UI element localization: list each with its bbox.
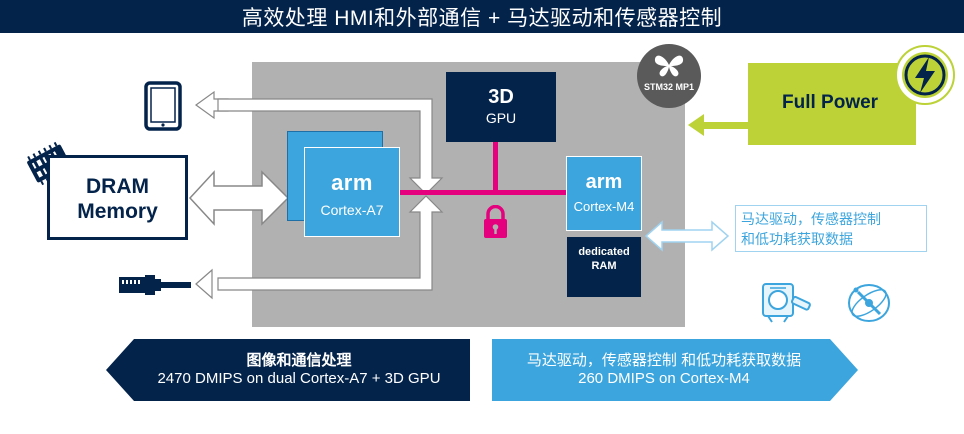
ram-line1: dedicated	[578, 246, 630, 258]
full-power-label: Full Power	[782, 92, 879, 113]
full-power-block: Full Power	[748, 63, 916, 145]
banner-left-line2: 2470 DMIPS on dual Cortex-A7 + 3D GPU	[157, 370, 441, 387]
motor-callout-line1: 马达驱动，传感器控制	[741, 211, 881, 227]
banner-right-line2: 260 DMIPS on Cortex-M4	[578, 370, 750, 387]
ram-line2: RAM	[591, 260, 617, 272]
arm-logo: arm	[585, 171, 623, 193]
arm-logo: arm	[331, 170, 373, 195]
dram-line1: DRAM	[86, 175, 149, 198]
cortex-m4-label: Cortex-M4	[573, 199, 635, 214]
cortex-m4-block: arm Cortex-M4	[566, 156, 642, 231]
page-title: 高效处理 HMI和外部通信 + 马达驱动和传感器控制	[0, 0, 964, 33]
stm32mp1-badge: STM32 MP1	[637, 44, 701, 108]
gpu-bus-link	[493, 142, 498, 192]
cortex-a7-label: Cortex-A7	[320, 202, 384, 218]
tablet-icon	[144, 81, 182, 131]
gpu-title: 3D	[488, 86, 514, 108]
sensor-icon	[848, 284, 890, 322]
butterfly-logo-icon	[654, 55, 684, 77]
dram-memory-block: DRAM Memory	[47, 155, 188, 240]
motor-icon	[762, 283, 811, 323]
interconnect-bus	[400, 190, 567, 195]
lock-icon	[484, 205, 507, 238]
gpu-block: 3D GPU	[446, 72, 556, 142]
ethernet-cable-icon	[119, 275, 191, 295]
dedicated-ram-block: dedicated RAM	[567, 237, 641, 297]
lightning-icon	[895, 45, 955, 105]
banner-hmi-processing: 图像和通信处理 2470 DMIPS on dual Cortex-A7 + 3…	[106, 339, 470, 401]
banner-motor-control: 马达驱动，传感器控制 和低功耗获取数据 260 DMIPS on Cortex-…	[492, 339, 858, 401]
banner-left-line1: 图像和通信处理	[246, 352, 352, 369]
gpu-label: GPU	[485, 110, 517, 126]
banner-right-line1: 马达驱动，传感器控制 和低功耗获取数据	[526, 352, 802, 369]
cortex-a7-block: arm Cortex-A7	[304, 147, 400, 237]
stm32mp1-label: STM32 MP1	[643, 82, 694, 92]
motor-callout-line2: 和低功耗获取数据	[741, 231, 853, 247]
dram-line2: Memory	[77, 200, 158, 223]
motor-sensor-callout: 马达驱动，传感器控制 和低功耗获取数据	[735, 205, 927, 252]
